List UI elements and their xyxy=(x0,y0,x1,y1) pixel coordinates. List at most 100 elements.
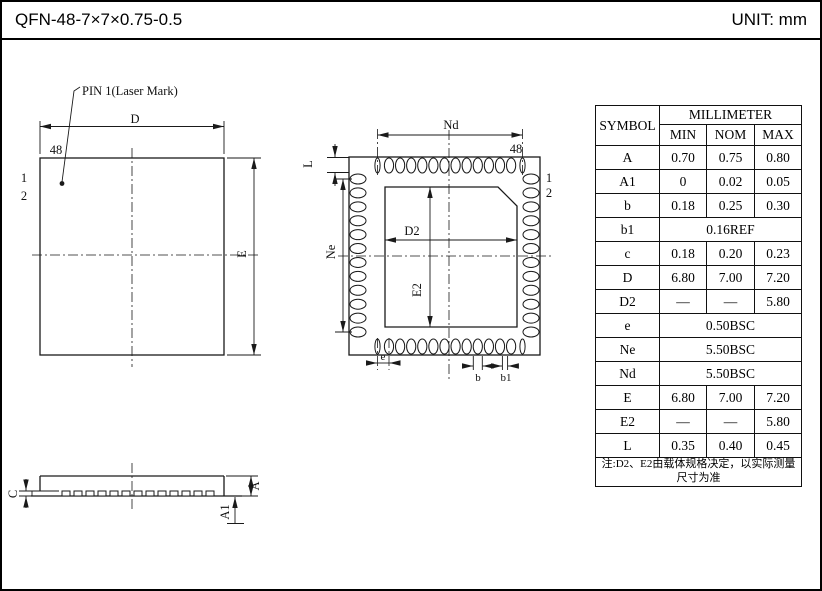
nom-cell: 7.00 xyxy=(706,265,755,290)
dim-pitch-extension-lines xyxy=(377,338,390,370)
pad xyxy=(406,338,417,355)
pad xyxy=(522,201,540,213)
pad xyxy=(522,187,540,199)
max-cell: 0.45 xyxy=(754,433,802,458)
pad xyxy=(461,157,472,174)
dim-a1-label: A1 xyxy=(218,504,232,519)
pad xyxy=(428,338,439,355)
symbol-cell: A1 xyxy=(595,169,660,194)
pad xyxy=(417,157,428,174)
table-header-symbol: SYMBOL xyxy=(595,105,660,146)
pad xyxy=(145,490,155,497)
pin1-laser-mark-dot xyxy=(59,181,65,186)
pad xyxy=(109,490,119,497)
table-row: Nd 5.50BSC xyxy=(595,361,802,386)
pad xyxy=(374,338,381,355)
dim-c-label: C xyxy=(6,490,20,498)
dim-b-label: b xyxy=(475,372,481,384)
perimeter-pads xyxy=(349,157,540,355)
pad xyxy=(349,312,367,324)
pad xyxy=(97,490,107,497)
pad xyxy=(181,490,191,497)
dim-ne-label: Ne xyxy=(324,244,338,259)
dim-ne-extension-lines xyxy=(335,178,352,333)
min-cell: 0.18 xyxy=(659,241,707,266)
table-row: A1 0 0.02 0.05 xyxy=(595,169,802,194)
pad xyxy=(522,270,540,282)
pad xyxy=(428,157,439,174)
dim-c-extension-lines xyxy=(19,490,32,497)
pad xyxy=(522,298,540,310)
package-title: QFN-48-7×7×0.75-0.5 xyxy=(15,10,183,29)
dim-b-extension-lines xyxy=(472,356,483,370)
table-header-max: MAX xyxy=(754,124,802,146)
pad xyxy=(472,338,483,355)
max-cell: 0.23 xyxy=(754,241,802,266)
pad xyxy=(349,187,367,199)
bottom-view-pin1-label: 1 xyxy=(546,171,552,185)
table-row: E 6.80 7.00 7.20 xyxy=(595,385,802,410)
top-view-pin1-label: 1 xyxy=(21,171,27,185)
nom-cell: — xyxy=(706,409,755,434)
table-row: c 0.18 0.20 0.23 xyxy=(595,241,802,266)
top-view-drawing: D E 48 1 2 PIN 1(Laser Mark) xyxy=(21,84,261,367)
pad xyxy=(439,157,450,174)
dim-e-label: E xyxy=(235,250,249,258)
pad xyxy=(374,157,381,174)
symbol-cell: D xyxy=(595,265,660,290)
pad xyxy=(450,338,461,355)
pad xyxy=(61,490,71,497)
symbol-cell: c xyxy=(595,241,660,266)
pad xyxy=(395,157,406,174)
pad xyxy=(73,490,83,497)
pad xyxy=(349,270,367,282)
symbol-cell: E2 xyxy=(595,409,660,434)
side-view-drawing: C A A1 xyxy=(6,463,262,524)
pad xyxy=(472,157,483,174)
nom-cell: 0.75 xyxy=(706,145,755,170)
table-row: D 6.80 7.00 7.20 xyxy=(595,265,802,290)
min-cell: 0.70 xyxy=(659,145,707,170)
min-cell: — xyxy=(659,289,707,314)
nom-cell: 7.00 xyxy=(706,385,755,410)
min-cell: — xyxy=(659,409,707,434)
dim-d2-label: D2 xyxy=(404,224,419,238)
pad xyxy=(522,229,540,241)
pad xyxy=(349,326,367,338)
pad xyxy=(461,338,472,355)
pad xyxy=(349,173,367,185)
dim-e-extension-lines xyxy=(227,157,261,356)
table-note-row: 注:D2、E2由载体规格决定，以实际测量尺寸为准 xyxy=(595,457,802,487)
exposed-pad xyxy=(384,186,518,328)
pad xyxy=(450,157,461,174)
symbol-cell: D2 xyxy=(595,289,660,314)
table-header-nom: NOM xyxy=(706,124,755,146)
pad xyxy=(522,243,540,255)
span-value-cell: 0.16REF xyxy=(659,217,802,242)
table-row: Ne 5.50BSC xyxy=(595,337,802,362)
dim-d-extension-lines xyxy=(39,121,225,154)
dim-a-label: A xyxy=(248,481,262,490)
pad xyxy=(522,215,540,227)
table-row: E2 — — 5.80 xyxy=(595,409,802,434)
min-cell: 0.18 xyxy=(659,193,707,218)
max-cell: 0.05 xyxy=(754,169,802,194)
pad xyxy=(494,157,506,174)
table-header-min: MIN xyxy=(659,124,707,146)
dimension-table: SYMBOL MILLIMETER MIN NOM MAX A 0.70 0.7… xyxy=(595,105,802,487)
pad xyxy=(494,338,506,355)
pad xyxy=(383,157,395,174)
pad xyxy=(349,243,367,255)
unit-label: UNIT: mm xyxy=(731,10,807,29)
pad xyxy=(383,338,395,355)
pad xyxy=(522,173,540,185)
bottom-view-pin2-label: 2 xyxy=(546,186,552,200)
dimension-table-container: SYMBOL MILLIMETER MIN NOM MAX A 0.70 0.7… xyxy=(595,105,802,487)
pad xyxy=(349,284,367,296)
side-view-pads xyxy=(61,490,215,497)
nom-cell: 0.25 xyxy=(706,193,755,218)
side-view-left-pad xyxy=(31,490,59,496)
pad xyxy=(395,338,406,355)
symbol-cell: b1 xyxy=(595,217,660,242)
